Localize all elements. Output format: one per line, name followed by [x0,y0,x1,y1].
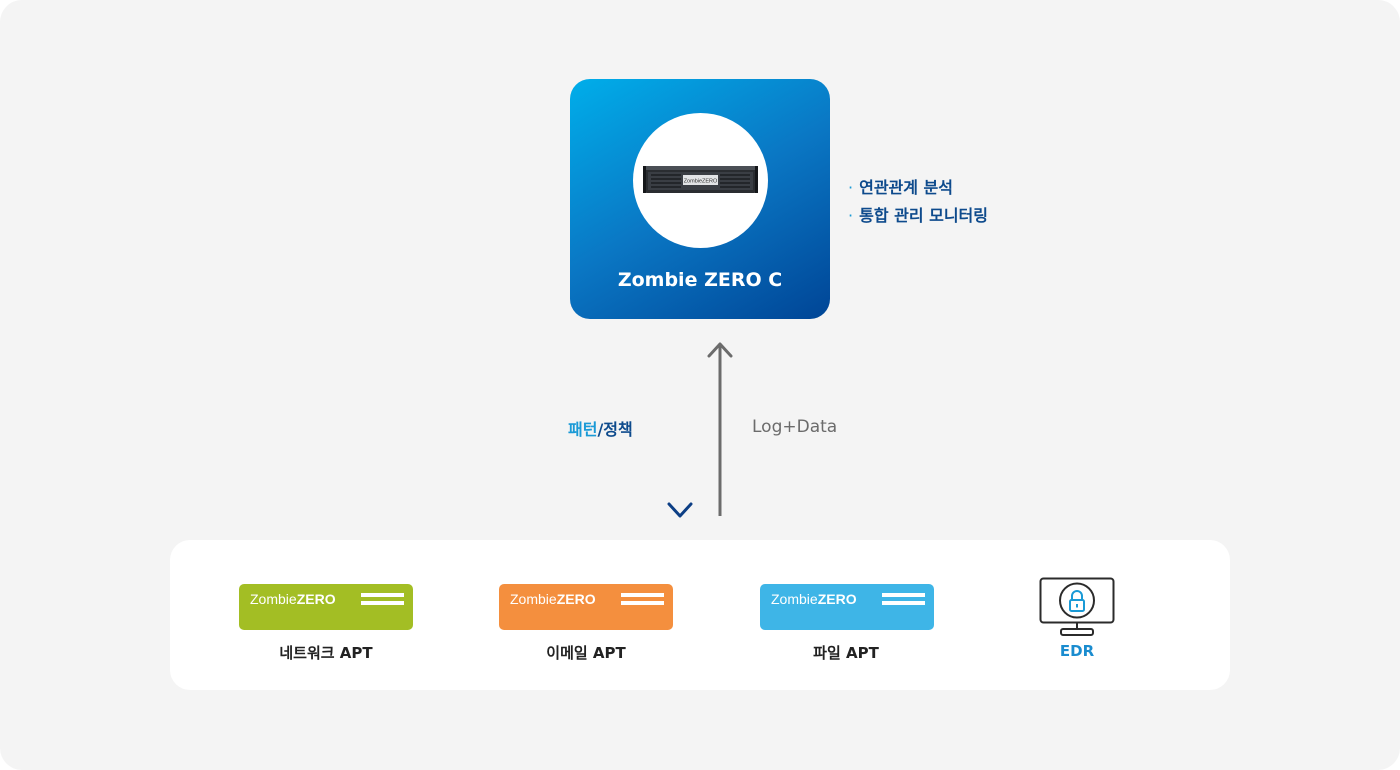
brand-bold: ZERO [817,591,857,607]
vent-lines [621,593,664,609]
pattern-label-accent: 패턴 [568,420,598,439]
brand-bold: ZERO [556,591,596,607]
brand-regular: Zombie [771,591,818,607]
log-data-label: Log+Data [752,417,838,437]
server-rack-image: ZombieZERO [643,166,758,193]
brand-bold: ZERO [296,591,336,607]
server-image-circle: ZombieZERO [633,113,768,248]
file-apt-device: ZombieZERO [760,584,934,630]
monitor-lock-icon [1039,577,1115,636]
feature-list: · 연관관계 분석 · 통합 관리 모니터링 [848,174,988,230]
vent-lines [882,593,925,609]
central-system-box: ZombieZERO Zombie ZERO C [570,79,830,319]
down-arrow [667,345,693,518]
file-apt-label: 파일 APT [813,644,879,662]
endpoint-panel: ZombieZERO 네트워크 APT ZombieZERO 이메일 APT Z… [170,540,1230,690]
network-apt-device: ZombieZERO [239,584,413,630]
edr-label: EDR [1059,642,1095,660]
feature-bullet: · [848,206,854,225]
pattern-label-rest: /정책 [597,420,633,439]
vent-lines [361,593,404,609]
email-apt-device: ZombieZERO [499,584,673,630]
server-badge-text: ZombieZERO [684,179,718,185]
feature-text: 통합 관리 모니터링 [859,206,988,225]
pattern-policy-label: 패턴/정책 [568,416,633,440]
central-title: Zombie ZERO C [617,269,783,291]
device-brand: ZombieZERO [771,591,857,607]
email-apt-label: 이메일 APT [546,644,626,662]
feature-text: 연관관계 분석 [859,178,953,197]
feature-item: · 통합 관리 모니터링 [848,202,988,230]
feature-bullet: · [848,178,854,197]
device-brand: ZombieZERO [510,591,596,607]
network-apt-label: 네트워크 APT [279,644,373,662]
brand-regular: Zombie [510,591,557,607]
brand-regular: Zombie [250,591,297,607]
device-brand: ZombieZERO [250,591,336,607]
up-arrow [707,342,733,516]
feature-item: · 연관관계 분석 [848,174,988,202]
